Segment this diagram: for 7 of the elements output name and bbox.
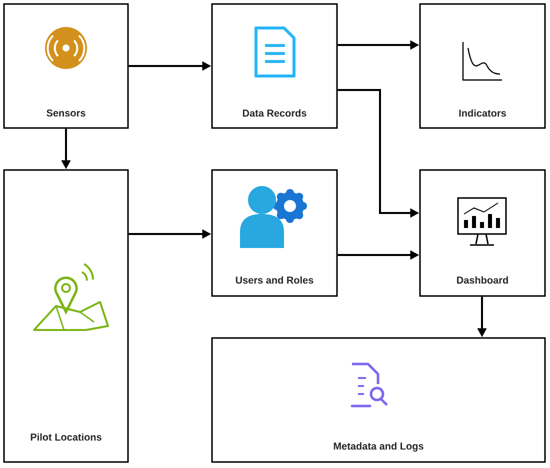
process-box: Dashboard — [419, 169, 546, 297]
process-box: Metadata and Logs — [211, 337, 546, 463]
process-box: Users and Roles — [211, 169, 338, 297]
process-box: Data Records — [211, 3, 338, 129]
process-box: Pilot Locations — [3, 169, 129, 463]
process-box: Sensors — [3, 3, 129, 129]
process-box: Indicators — [419, 3, 546, 129]
